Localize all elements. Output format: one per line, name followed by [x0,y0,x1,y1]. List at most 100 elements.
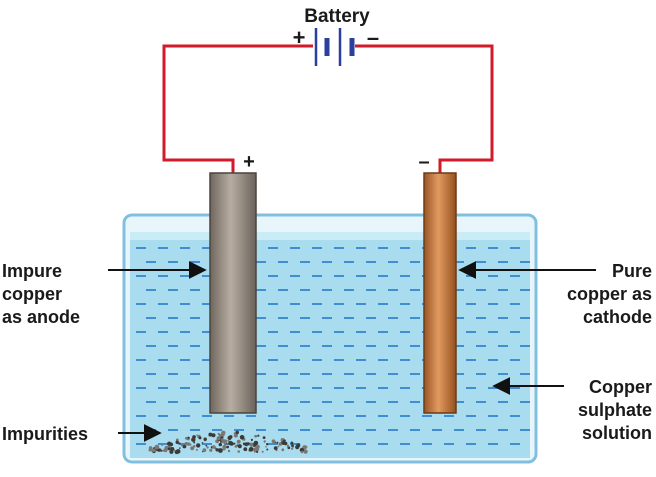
impurity-speck [201,442,204,444]
impurity-speck [233,442,236,445]
impurity-speck [198,436,202,440]
impurity-speck [182,444,187,449]
impurity-speck [212,445,216,449]
impurity-speck [290,441,294,445]
solution-label-line-1: Copper [589,377,652,397]
tank [122,213,538,464]
impurity-speck [218,442,222,447]
impurity-speck [216,436,221,441]
cathode-label-line-1: Pure [612,261,652,281]
impurity-speck [283,439,286,443]
impurity-speck [276,441,279,444]
impurity-speck [161,444,164,446]
impurity-speck [220,440,222,443]
impurity-speck [208,432,213,437]
impurity-speck [263,440,266,443]
impurity-speck [184,442,189,446]
impurity-speck [169,449,174,454]
impurity-speck [233,432,236,435]
impurity-speck [237,444,242,449]
battery-label: Battery [304,6,370,27]
impurity-speck [249,442,254,447]
impurity-speck [220,436,224,439]
impurity-speck [180,443,184,447]
impurity-speck [192,435,196,439]
impurity-speck [239,435,245,440]
impurity-speck [252,442,257,447]
impurity-speck [192,445,196,448]
impurity-speck [277,445,280,448]
impurity-speck [211,433,216,438]
impurity-speck [218,448,223,453]
impurity-speck [255,444,260,449]
impurity-speck [271,439,276,444]
cathode-minus-sign: – [418,151,429,173]
impurity-speck [190,446,195,451]
impurity-speck [237,450,240,453]
impurity-speck [266,443,269,446]
battery-minus-sign: – [367,25,379,50]
impurity-speck [233,433,238,438]
impurity-speck [290,447,294,450]
solution-label-line-2: sulphate [578,400,652,420]
impurity-speck [235,430,239,435]
impurity-speck [286,444,290,448]
impurity-speck [163,448,168,453]
annotation-arrows [108,261,596,442]
impurity-speck [273,446,278,450]
impurity-speck [222,444,227,450]
impurity-speck [253,451,256,453]
impurity-speck [195,448,198,451]
impurity-speck [262,436,266,439]
impurity-speck [220,433,224,437]
impurity-speck [243,447,248,452]
anode-plus-sign: + [243,151,255,173]
impurity-speck [261,450,264,453]
impurity-speck [203,437,207,441]
impurity-speck [303,449,308,454]
anode-label-line-1: Impure [2,261,62,281]
impurity-speck [193,441,196,444]
impurity-speck [234,445,238,448]
impurity-speck [179,447,181,449]
anode-label-line-2: copper [2,284,62,304]
impurity-speck [154,444,160,450]
impurity-speck [229,441,234,446]
impurity-speck [299,447,305,453]
impurity-speck [291,444,294,448]
impurity-speck [152,448,156,452]
impurity-speck [196,443,201,448]
impurity-speck [205,444,208,447]
cathode-label: Pure copper as cathode [567,261,652,327]
impurity-speck [266,448,269,451]
wire-cathode [355,44,494,176]
cathode-electrode [423,172,457,414]
impurity-speck [281,448,285,452]
impurity-speck [209,448,213,452]
impurities-label: Impurities [2,424,88,444]
impurity-speck [246,442,250,446]
impurity-speck [300,450,304,454]
impurity-speck [295,445,300,450]
impurity-speck [226,445,230,449]
impurity-speck [227,449,231,453]
impurity-speck [248,447,254,452]
impurity-speck [196,434,198,437]
impurity-speck [206,446,209,449]
impurity-speck [148,446,153,450]
anode-label-line-3: as anode [2,307,80,327]
impurity-speck [215,448,219,452]
impurity-speck [265,446,267,448]
impurity-speck [174,449,179,455]
circuit-wires [162,44,494,176]
impurity-speck [167,441,172,446]
impurity-speck [236,439,241,444]
anode-label: Impure copper as anode [2,261,80,327]
impurity-speck [160,449,163,452]
wire-anode [162,44,313,176]
impurity-speck [227,439,230,442]
impurity-speck [278,442,282,446]
impurity-speck [257,434,260,437]
impurity-speck [167,447,171,451]
